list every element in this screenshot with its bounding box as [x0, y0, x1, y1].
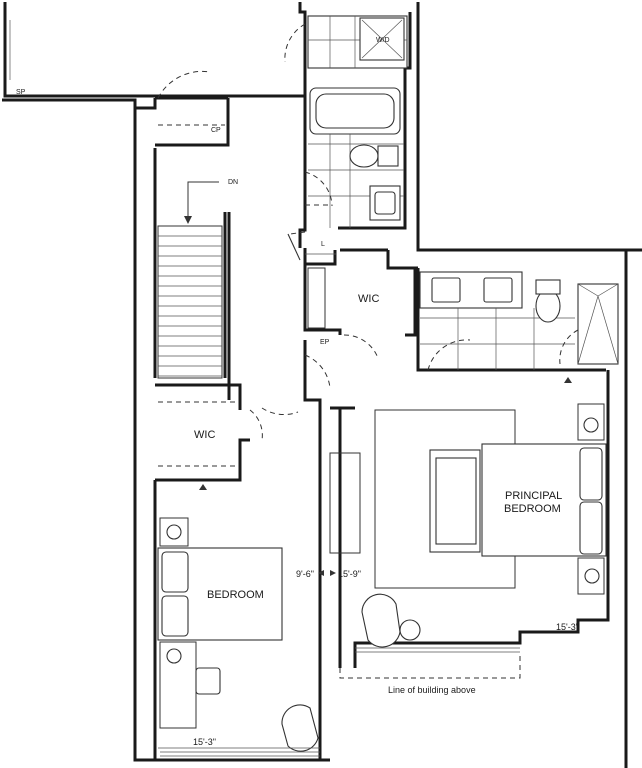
bedroom: BEDROOM	[157, 517, 319, 752]
linen-closet: L	[287, 231, 336, 261]
wic-upper-label: WIC	[358, 293, 379, 305]
nightstand-lamp-top	[583, 417, 599, 433]
staircase	[157, 225, 223, 379]
cp-label: CP	[211, 127, 221, 134]
upper-bathroom	[304, 87, 404, 228]
bedroom-armchair	[281, 704, 319, 752]
windows	[9, 20, 520, 757]
dresser	[329, 452, 361, 554]
principal-toilet	[535, 289, 561, 323]
ep-label: EP	[320, 339, 330, 346]
dim-bedroom-side: 9'-6"	[296, 569, 314, 579]
desk-chair	[195, 667, 221, 695]
cp-closet: CP	[157, 70, 225, 134]
dimensions: 15'-3" 9'-6" 15'-9" 15'-3"	[158, 377, 579, 749]
principal-label-2: BEDROOM	[504, 503, 561, 515]
principal-bathroom	[419, 271, 619, 371]
stair-outline	[157, 225, 223, 379]
line-of-building-note: Line of building above	[388, 685, 476, 695]
stair-arrow	[187, 181, 219, 218]
upper-wic: WIC EP	[304, 267, 379, 389]
wic-lower-label: WIC	[194, 429, 215, 441]
laundry-area: W/D	[284, 15, 408, 69]
lower-wic: WIC	[158, 401, 299, 467]
toilet	[349, 144, 379, 168]
principal-label-1: PRINCIPAL	[505, 490, 562, 502]
nightstand-lamp-bottom	[584, 568, 600, 584]
side-table	[399, 619, 421, 641]
l-label: L	[321, 241, 325, 248]
dn-label: DN	[228, 179, 238, 186]
bedroom-lamp-top	[166, 524, 182, 540]
bedroom-lamp-desk	[166, 648, 182, 664]
shower	[577, 283, 619, 365]
sp-label: SP	[16, 89, 26, 96]
stair-arrow-head	[184, 216, 192, 224]
bedroom-label: BEDROOM	[207, 589, 264, 601]
dim-bedroom-bottom: 15'-3"	[193, 737, 216, 747]
wd-label: W/D	[376, 37, 390, 44]
dim-principal-depth: 15'-9"	[338, 569, 361, 579]
lounge-chair	[361, 593, 401, 648]
principal-bedroom: PRINCIPAL BEDROOM	[329, 403, 607, 648]
line-of-building-above: Line of building above	[339, 652, 521, 695]
dim-principal-width: 15'-3"	[556, 622, 579, 632]
